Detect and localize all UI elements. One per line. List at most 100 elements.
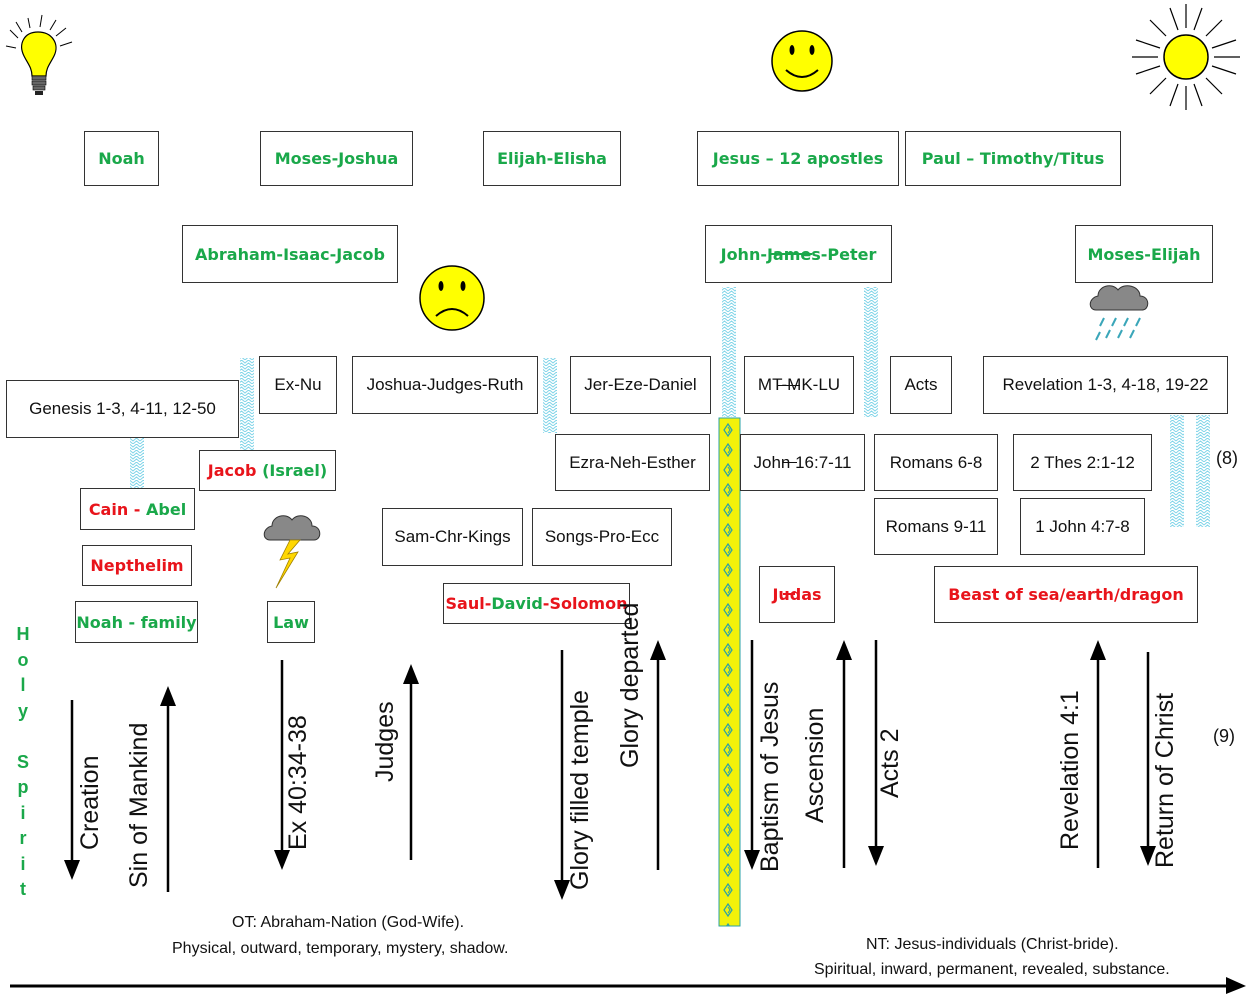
label-saul: Saul bbox=[445, 594, 485, 613]
holy-spirit-letter: y bbox=[17, 700, 28, 721]
box-1-john: 1 John 4:7-8 bbox=[1020, 498, 1145, 555]
event-glory-departed: Glory departed bbox=[616, 602, 644, 768]
label-moses-elijah: Moses-Elijah bbox=[1087, 244, 1201, 264]
box-acts: Acts bbox=[890, 356, 952, 414]
box-paul-timothy: Paul – Timothy/Titus bbox=[905, 131, 1121, 186]
box-romans-9-11: Romans 9-11 bbox=[874, 498, 998, 555]
event-judges: Judges bbox=[371, 701, 399, 782]
label-exnu: Ex-Nu bbox=[274, 375, 322, 394]
event-creation: Creation bbox=[76, 755, 104, 851]
holy-spirit-letter: t bbox=[20, 879, 26, 899]
label-abraham: Abraham-Isaac-Jacob bbox=[195, 244, 385, 264]
event-ascension: Ascension bbox=[801, 707, 829, 823]
label-romans-9-11: Romans 9-11 bbox=[885, 516, 987, 536]
label-jer: Jer-Eze-Daniel bbox=[584, 375, 697, 394]
box-ezra: Ezra-Neh-Esther bbox=[555, 434, 710, 491]
label-solomon: Solomon bbox=[549, 594, 628, 613]
event-acts2: Acts 2 bbox=[876, 728, 904, 798]
box-elijah-elisha: Elijah-Elisha bbox=[483, 131, 621, 186]
box-songs: Songs-Pro-Ecc bbox=[532, 508, 672, 566]
holy-spirit-letter: i bbox=[20, 853, 26, 874]
label-moses-joshua: Moses-Joshua bbox=[274, 149, 399, 168]
label-dash: - bbox=[128, 499, 147, 519]
label-jacob: Jacob bbox=[207, 461, 257, 480]
label-sam-chr: Sam-Chr-Kings bbox=[394, 527, 511, 546]
holy-spirit-letter: o bbox=[17, 649, 29, 670]
holy-spirit-letter: H bbox=[16, 624, 30, 644]
holy-spirit-letter: r bbox=[19, 828, 27, 848]
label-david: David bbox=[491, 594, 543, 613]
label-songs: Songs-Pro-Ecc bbox=[544, 527, 660, 546]
box-nepthelim: Nepthelim bbox=[82, 545, 192, 586]
holy-spirit-letter: l bbox=[20, 675, 26, 695]
label-john-16: John 16:7-11 bbox=[753, 452, 852, 472]
thunder-cloud-icon bbox=[263, 515, 321, 589]
box-revelation: Revelation 1-3, 4-18, 19-22 bbox=[983, 356, 1228, 414]
label-beast: Beast of sea/earth/dragon bbox=[948, 585, 1184, 604]
strike-judas bbox=[783, 593, 795, 595]
label-law: Law bbox=[273, 612, 309, 632]
light-bulb-icon bbox=[5, 14, 73, 95]
box-noah: Noah bbox=[84, 131, 159, 186]
label-mtmklu: MT-MK-LU bbox=[757, 375, 841, 394]
box-beast: Beast of sea/earth/dragon bbox=[934, 566, 1198, 623]
label-romans-6-8: Romans 6-8 bbox=[889, 452, 983, 472]
smiley-face-icon bbox=[771, 30, 833, 92]
box-jacob: Jacob (Israel) bbox=[199, 450, 336, 491]
note-8: (8) bbox=[1216, 448, 1238, 468]
zigzag-rev-2 bbox=[1196, 415, 1210, 527]
holy-spirit-letter: i bbox=[20, 802, 26, 823]
box-john-james-peter: John-James-Peter bbox=[705, 225, 892, 283]
zigzag-john-james-peter-right bbox=[864, 287, 878, 417]
label-paul-timothy: Paul – Timothy/Titus bbox=[921, 149, 1105, 168]
event-return: Return of Christ bbox=[1151, 692, 1179, 868]
label-ezra: Ezra-Neh-Esther bbox=[569, 452, 696, 472]
box-law: Law bbox=[267, 601, 315, 643]
box-jesus-apostles: Jesus – 12 apostles bbox=[697, 131, 899, 186]
box-sam-chr: Sam-Chr-Kings bbox=[382, 508, 523, 566]
central-pillar bbox=[718, 417, 741, 927]
label-1-john: 1 John 4:7-8 bbox=[1035, 516, 1130, 536]
box-2-thes: 2 Thes 2:1-12 bbox=[1013, 434, 1152, 491]
box-genesis: Genesis 1-3, 4-11, 12-50 bbox=[6, 380, 239, 438]
label-judas: Judas bbox=[772, 585, 822, 604]
ot-caption-line2: Physical, outward, temporary, mystery, s… bbox=[172, 940, 509, 957]
event-rev41: Revelation 4:1 bbox=[1056, 690, 1084, 850]
label-nepthelim: Nepthelim bbox=[90, 556, 184, 575]
sun-icon bbox=[1132, 4, 1240, 110]
holy-spirit-letter: p bbox=[17, 777, 29, 797]
event-baptism: Baptism of Jesus bbox=[756, 681, 784, 872]
nt-caption-line2: Spiritual, inward, permanent, revealed, … bbox=[814, 961, 1170, 978]
ot-caption-line1: OT: Abraham-Nation (God-Wife). bbox=[232, 914, 465, 931]
label-genesis: Genesis 1-3, 4-11, 12-50 bbox=[29, 399, 216, 418]
label-cain: Cain bbox=[88, 499, 129, 519]
note-9: (9) bbox=[1213, 726, 1235, 746]
label-jesus-apostles: Jesus – 12 apostles bbox=[712, 149, 884, 168]
box-joshua: Joshua-Judges-Ruth bbox=[352, 356, 538, 414]
box-cain-abel: Cain - Abel bbox=[80, 488, 195, 530]
event-glory-filled: Glory filled temple bbox=[566, 689, 594, 890]
label-joshua: Joshua-Judges-Ruth bbox=[366, 375, 524, 394]
nt-caption-line1: NT: Jesus-individuals (Christ-bride). bbox=[866, 936, 1119, 953]
box-romans-6-8: Romans 6-8 bbox=[874, 434, 998, 491]
box-saul-david-solomon: Saul-David-Solomon bbox=[443, 583, 630, 624]
box-abraham: Abraham-Isaac-Jacob bbox=[182, 225, 398, 283]
box-jer: Jer-Eze-Daniel bbox=[570, 356, 711, 414]
box-judas: Judas bbox=[759, 566, 835, 623]
label-elijah-elisha: Elijah-Elisha bbox=[497, 149, 607, 168]
strike-james bbox=[770, 253, 812, 255]
strike-mk bbox=[778, 385, 800, 386]
label-2-thes: 2 Thes 2:1-12 bbox=[1030, 452, 1135, 472]
sad-face-icon bbox=[419, 265, 485, 331]
zigzag-rev-1 bbox=[1170, 415, 1184, 527]
holy-spirit-letter: S bbox=[16, 751, 29, 772]
event-ex40: Ex 40:34-38 bbox=[284, 715, 312, 850]
label-noah: Noah bbox=[98, 149, 145, 168]
label-noah-family: Noah - family bbox=[76, 612, 197, 632]
box-exnu: Ex-Nu bbox=[259, 356, 337, 414]
holy-spirit-letter bbox=[12, 724, 34, 750]
zigzag-joshua bbox=[543, 358, 557, 433]
box-moses-joshua: Moses-Joshua bbox=[260, 131, 413, 186]
label-israel: (Israel) bbox=[262, 461, 328, 480]
